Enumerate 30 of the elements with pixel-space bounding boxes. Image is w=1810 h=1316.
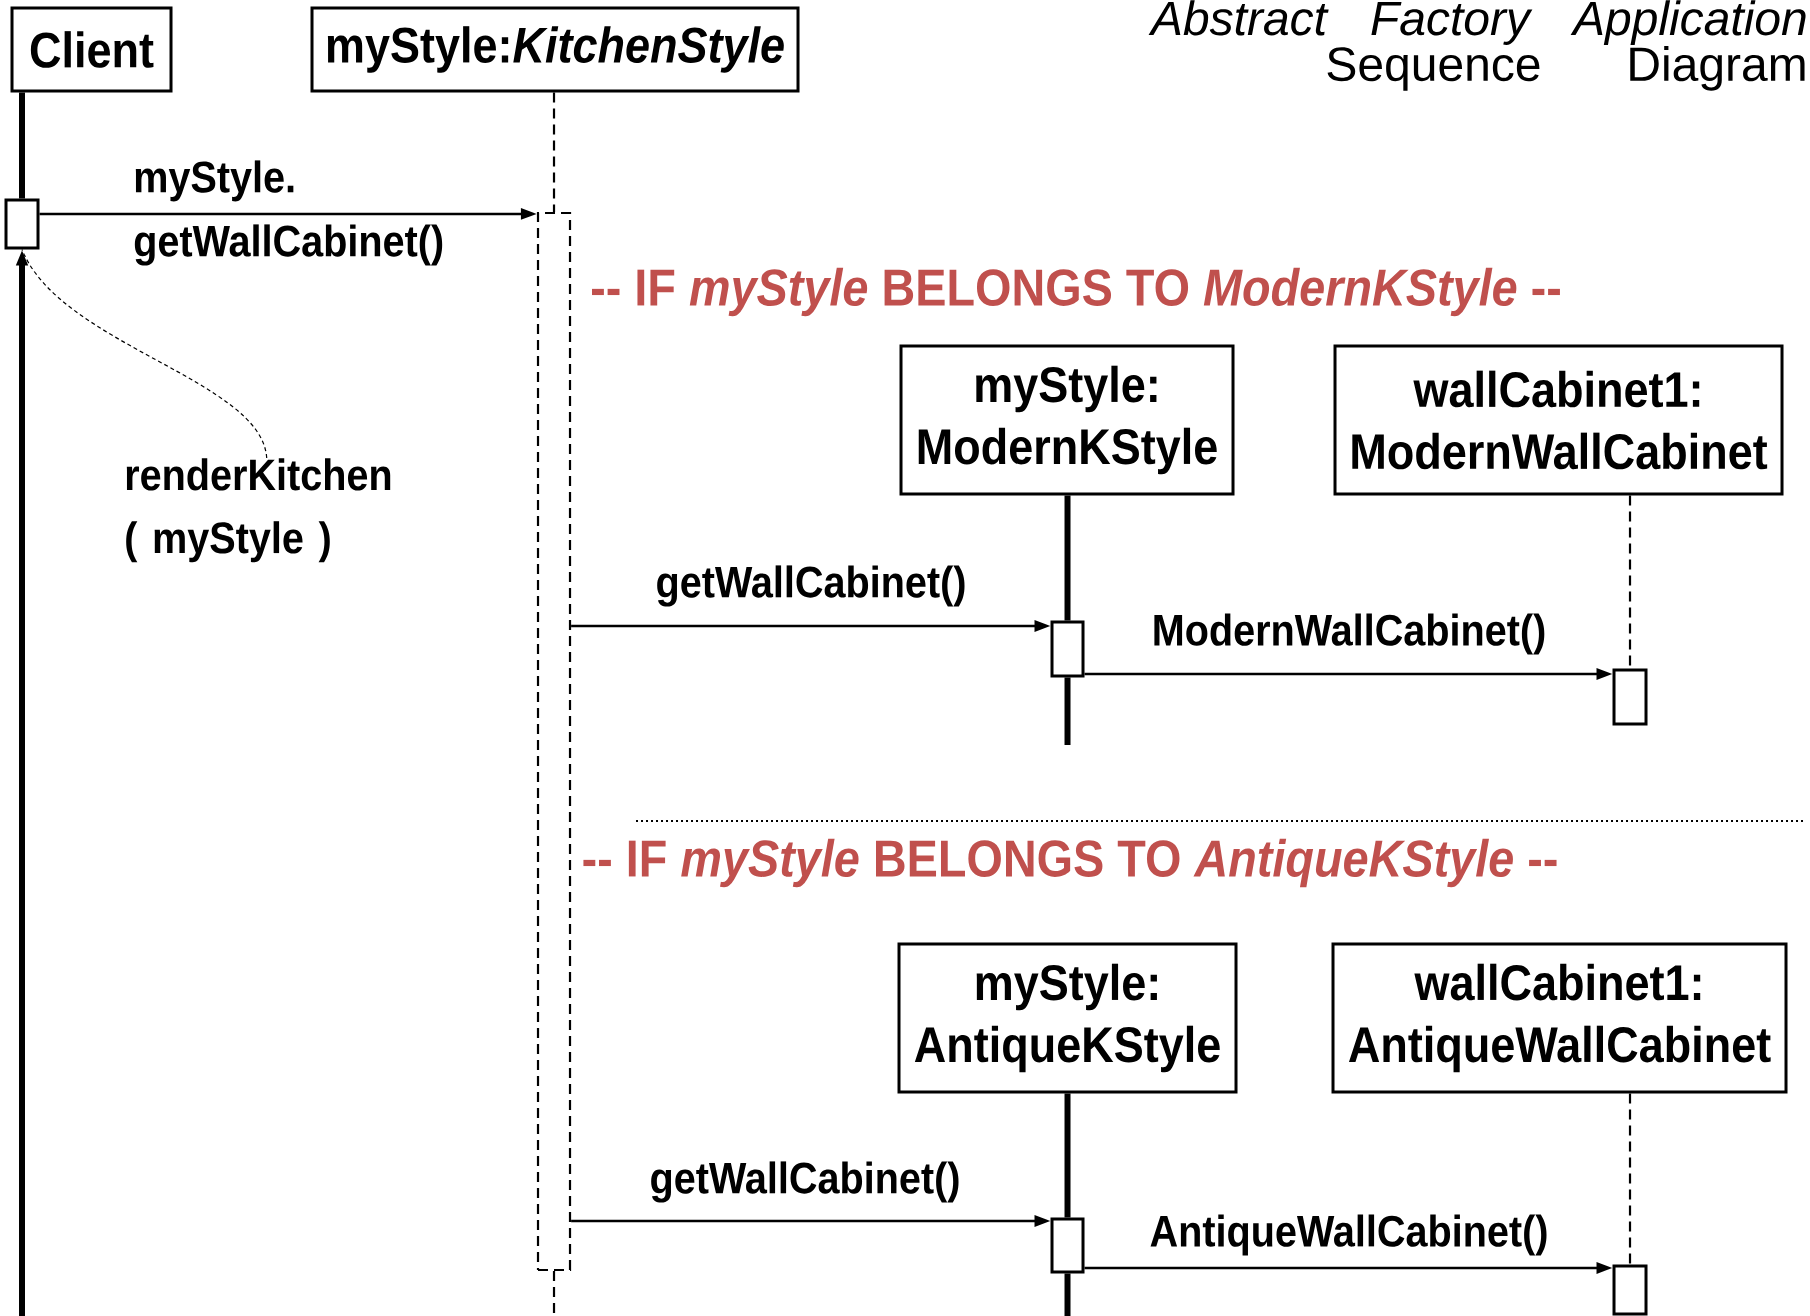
- object-box: myStyle: ModernKStyle: [899, 344, 1235, 496]
- edge-label: getWallCabinet(): [651, 1161, 959, 1203]
- object-box: myStyle:KitchenStyle: [310, 6, 800, 93]
- leader-line: [21, 248, 268, 459]
- lifeline: [1628, 1093, 1632, 1265]
- edge-label: getWallCabinet(): [657, 565, 965, 607]
- edge-label: myStyle. getWallCabinet(): [134, 160, 443, 266]
- lifeline: [19, 92, 25, 199]
- activation-box: [1050, 620, 1085, 678]
- lifeline: [1064, 1093, 1071, 1218]
- object-box: myStyle: AntiqueKStyle: [897, 942, 1238, 1094]
- activation-box: [1612, 668, 1648, 726]
- lifeline: [1064, 495, 1071, 621]
- edge-label: ModernWallCabinet(): [1154, 613, 1545, 655]
- activation-box: [1612, 1264, 1648, 1316]
- object-box: Client: [10, 6, 173, 93]
- object-box: wallCabinet1: AntiqueWallCabinet: [1331, 942, 1788, 1094]
- activation-box: [1050, 1217, 1085, 1274]
- condition-label: -- IF myStyle BELONGS TO ModernKStyle --: [592, 267, 1560, 317]
- edge-label: AntiqueWallCabinet(): [1150, 1214, 1547, 1256]
- activation-box: [4, 198, 40, 250]
- lifeline: [552, 92, 556, 212]
- call-label: renderKitchen ( myStyle ): [126, 458, 391, 563]
- lifeline: [552, 1271, 556, 1316]
- lifeline: [1064, 1273, 1071, 1316]
- lifeline: [1064, 677, 1071, 745]
- title: Abstract Factory Application Sequence Diagram: [1148, 0, 1806, 91]
- activation-box: [536, 211, 572, 1272]
- condition-label: -- IF myStyle BELONGS TO AntiqueKStyle --: [583, 838, 1557, 888]
- object-box: wallCabinet1: ModernWallCabinet: [1333, 344, 1784, 496]
